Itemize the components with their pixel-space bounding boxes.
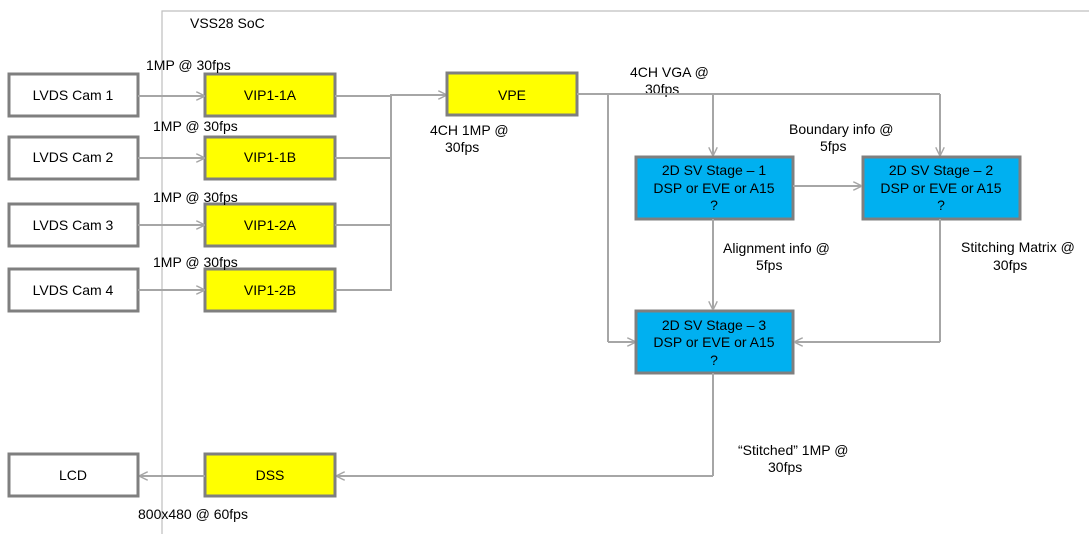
- stitching-matrix-line2: 30fps: [993, 257, 1027, 273]
- lcd-label: LCD: [59, 467, 87, 483]
- boundary-info-line1: Boundary info @: [789, 121, 894, 137]
- camera-1-label: LVDS Cam 1: [33, 87, 114, 103]
- stage-3-line2: DSP or EVE or A15: [653, 334, 774, 350]
- vpe-in-rate-line1: 4CH 1MP @: [430, 122, 509, 138]
- lcd-rate: 800x480 @ 60fps: [138, 506, 248, 522]
- boundary-info-line2: 5fps: [820, 138, 846, 154]
- camera-4: LVDS Cam 4: [7, 267, 140, 313]
- vpe-label: VPE: [498, 87, 526, 103]
- stage-2-line1: 2D SV Stage – 2: [889, 162, 994, 178]
- stage-1-block: 2D SV Stage – 1 DSP or EVE or A15 ?: [634, 155, 795, 221]
- stage-3-block: 2D SV Stage – 3 DSP or EVE or A15 ?: [634, 309, 795, 375]
- stage-2-line2: DSP or EVE or A15: [880, 180, 1001, 196]
- vip-1-1b: VIP1-1B: [203, 135, 337, 181]
- vpe-in-rate-line2: 30fps: [445, 139, 479, 155]
- alignment-info-line2: 5fps: [756, 257, 782, 273]
- vip-1-1a-rate: 1MP @ 30fps: [146, 57, 231, 73]
- vpe-output-wires: [577, 93, 940, 342]
- vip-1-2b: VIP1-2B: [203, 267, 337, 313]
- vip-1-2b-rate: 1MP @ 30fps: [153, 254, 238, 270]
- vip-1-1a: VIP1-1A: [203, 72, 337, 118]
- stage-3-line1: 2D SV Stage – 3: [662, 317, 767, 333]
- stitched-line1: “Stitched” 1MP @: [738, 442, 848, 458]
- vip-1-1a-label: VIP1-1A: [244, 87, 297, 103]
- camera-2: LVDS Cam 2: [7, 135, 140, 181]
- camera-2-label: LVDS Cam 2: [33, 149, 114, 165]
- lcd-block: LCD: [7, 452, 140, 498]
- alignment-info-line1: Alignment info @: [723, 240, 830, 256]
- camera-3: LVDS Cam 3: [7, 202, 140, 248]
- stage-1-line3: ?: [710, 197, 718, 213]
- vpe-block: VPE: [445, 71, 579, 117]
- vip-1-2a-label: VIP1-2A: [244, 217, 297, 233]
- stitching-matrix-line1: Stitching Matrix @: [961, 239, 1075, 255]
- camera-4-label: LVDS Cam 4: [33, 282, 114, 298]
- vpe-out-rate-line1: 4CH VGA @: [630, 64, 709, 80]
- stage-2-line3: ?: [937, 197, 945, 213]
- dss-block: DSS: [203, 452, 337, 498]
- soc-boundary: [161, 10, 1089, 534]
- camera-3-label: LVDS Cam 3: [33, 217, 114, 233]
- dss-label: DSS: [256, 467, 285, 483]
- stage-3-line3: ?: [710, 352, 718, 368]
- vip-1-1b-rate: 1MP @ 30fps: [153, 118, 238, 134]
- soc-title: VSS28 SoC: [190, 15, 265, 31]
- stage-1-line2: DSP or EVE or A15: [653, 180, 774, 196]
- stitched-line2: 30fps: [768, 459, 802, 475]
- vip-1-2b-label: VIP1-2B: [244, 282, 296, 298]
- vip-1-1b-label: VIP1-1B: [244, 149, 296, 165]
- vip-1-2a: VIP1-2A: [203, 202, 337, 248]
- vip-1-2a-rate: 1MP @ 30fps: [153, 189, 238, 205]
- camera-1: LVDS Cam 1: [7, 72, 140, 118]
- vip-to-vpe-bus: [335, 94, 392, 291]
- stage-2-block: 2D SV Stage – 2 DSP or EVE or A15 ?: [861, 155, 1022, 221]
- stage-1-line1: 2D SV Stage – 1: [662, 162, 767, 178]
